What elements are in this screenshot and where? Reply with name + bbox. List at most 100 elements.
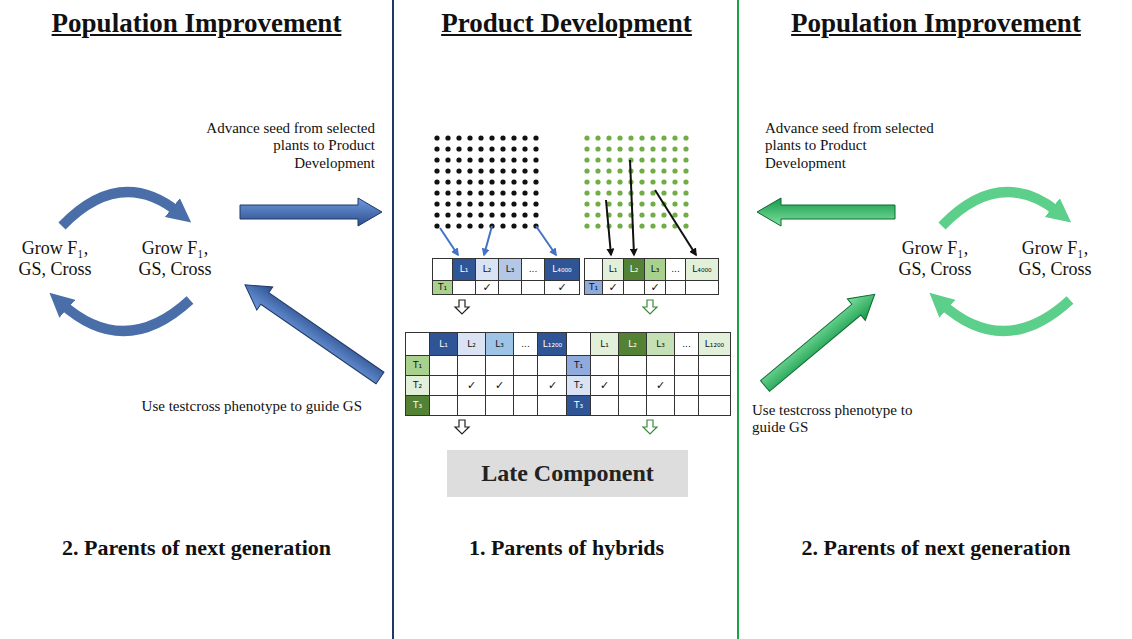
- plant-dot: [467, 201, 472, 206]
- cycle-step: Grow F₁, GS, Cross: [13, 238, 97, 279]
- table-cell: [646, 355, 675, 376]
- cell-text: L₂: [467, 340, 476, 349]
- cell-text: L₁: [609, 265, 618, 274]
- plant-dot: [617, 157, 622, 162]
- cell-text: L₁: [460, 265, 469, 274]
- table-cell: [674, 395, 699, 416]
- cell-text: ✓: [656, 380, 665, 391]
- plant-dot: [445, 190, 450, 195]
- component-box: Late Component: [447, 450, 688, 497]
- plant-dot: [500, 168, 505, 173]
- cell-text: L₃: [656, 340, 665, 349]
- plant-dot: [434, 135, 439, 140]
- plant-dot: [683, 135, 688, 140]
- table-cell: [698, 355, 731, 376]
- table-cell: T₃: [405, 395, 430, 416]
- table-cell: L₃: [644, 258, 666, 281]
- plant-dot: [650, 223, 655, 228]
- plant-dot: [489, 212, 494, 217]
- table-cell: [618, 355, 647, 376]
- plant-dot: [639, 190, 644, 195]
- plant-dot: [434, 223, 439, 228]
- down-arrows: [455, 300, 657, 434]
- table-cell: [665, 280, 686, 295]
- plant-dot: [434, 190, 439, 195]
- block-arrow: [240, 198, 382, 226]
- plant-dot: [661, 157, 666, 162]
- plant-dot: [511, 135, 516, 140]
- plant-dot: [478, 168, 483, 173]
- divider-line: [737, 0, 739, 639]
- cell-text: ✓: [548, 380, 557, 391]
- cell-text: L₂: [630, 265, 639, 274]
- plant-dot: [595, 201, 600, 206]
- box-title: Late Component: [481, 460, 654, 487]
- plant-dot: [639, 201, 644, 206]
- block-arrow: [756, 284, 884, 397]
- table-cell: L₃: [646, 332, 675, 356]
- plant-dot: [672, 157, 677, 162]
- plant-dot: [617, 168, 622, 173]
- plant-dot: [595, 190, 600, 195]
- plant-dot: [617, 212, 622, 217]
- plant-dot: [533, 135, 538, 140]
- table-cell: [513, 375, 538, 396]
- table-cell: [457, 395, 486, 416]
- plant-dot: [584, 135, 589, 140]
- block-arrow: [237, 273, 388, 389]
- plant-dot: [434, 168, 439, 173]
- plant-dot: [511, 212, 516, 217]
- plant-dot: [672, 190, 677, 195]
- cell-text: L₂: [628, 340, 637, 349]
- plant-dot: [606, 168, 611, 173]
- plant-dot: [500, 201, 505, 206]
- plant-dot: [617, 190, 622, 195]
- table-cell: ...: [521, 258, 545, 281]
- plant-dot: [639, 168, 644, 173]
- plant-dot: [595, 168, 600, 173]
- plant-dot: [606, 146, 611, 151]
- cell-text: L₃: [506, 265, 515, 274]
- plant-dot: [434, 146, 439, 151]
- table-cell: [537, 395, 568, 416]
- plant-dot: [683, 212, 688, 217]
- plant-dot: [595, 212, 600, 217]
- plant-dot: [478, 157, 483, 162]
- plant-dot: [606, 179, 611, 184]
- table-cell: [618, 375, 647, 396]
- plant-dot: [511, 201, 516, 206]
- dot-grid: [434, 135, 538, 228]
- plant-dot: [522, 223, 527, 228]
- plant-dot: [661, 135, 666, 140]
- plant-dot: [617, 201, 622, 206]
- plant-dot: [533, 168, 538, 173]
- plant-dot: [672, 135, 677, 140]
- plant-dot: [467, 135, 472, 140]
- plant-dot: [456, 201, 461, 206]
- table-cell: L₂: [457, 332, 486, 356]
- plant-dot: [445, 135, 450, 140]
- plant-dot: [533, 146, 538, 151]
- table-cell: [498, 280, 522, 295]
- cell-text: T₁: [438, 283, 447, 292]
- cell-text: L₃: [495, 340, 504, 349]
- plant-dot: [639, 212, 644, 217]
- table-cell: [521, 280, 545, 295]
- plant-dot: [639, 179, 644, 184]
- cell-text: ...: [521, 340, 530, 349]
- table-cell: L₄₀₀₀: [685, 258, 719, 281]
- plant-dot: [434, 212, 439, 217]
- plant-dot: [489, 146, 494, 151]
- plant-dot: [445, 179, 450, 184]
- plant-dot: [584, 223, 589, 228]
- plant-dot: [522, 135, 527, 140]
- table-cell: [623, 280, 645, 295]
- table-cell: ✓: [646, 375, 675, 396]
- plant-dot: [533, 190, 538, 195]
- plant-dot: [456, 223, 461, 228]
- plant-dot: [584, 146, 589, 151]
- plant-dot: [489, 179, 494, 184]
- section-footer: 2. Parents of next generation: [0, 535, 393, 560]
- dot-grid: [584, 135, 688, 228]
